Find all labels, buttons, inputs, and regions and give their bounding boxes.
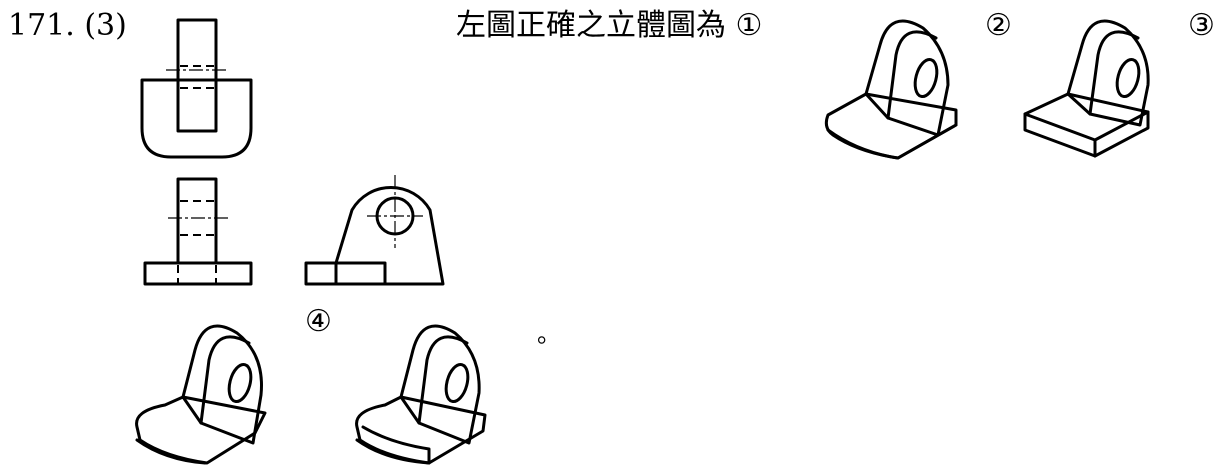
front-view-drawing — [143, 177, 253, 286]
question-end-mark: 。 — [537, 320, 561, 348]
question-stem: 左圖正確之立體圖為 ① — [456, 8, 763, 43]
option-3-isometric — [135, 324, 267, 465]
top-view-drawing — [140, 18, 253, 159]
option-2-isometric — [1023, 19, 1150, 158]
option-4-isometric — [355, 324, 487, 465]
option-4-marker: ④ — [305, 304, 332, 339]
question-number: 171. (3) — [8, 8, 127, 43]
side-view-drawing — [304, 175, 445, 286]
option-1-isometric — [824, 19, 958, 160]
option-2-marker: ② — [985, 8, 1012, 43]
option-3-marker: ③ — [1188, 8, 1215, 43]
